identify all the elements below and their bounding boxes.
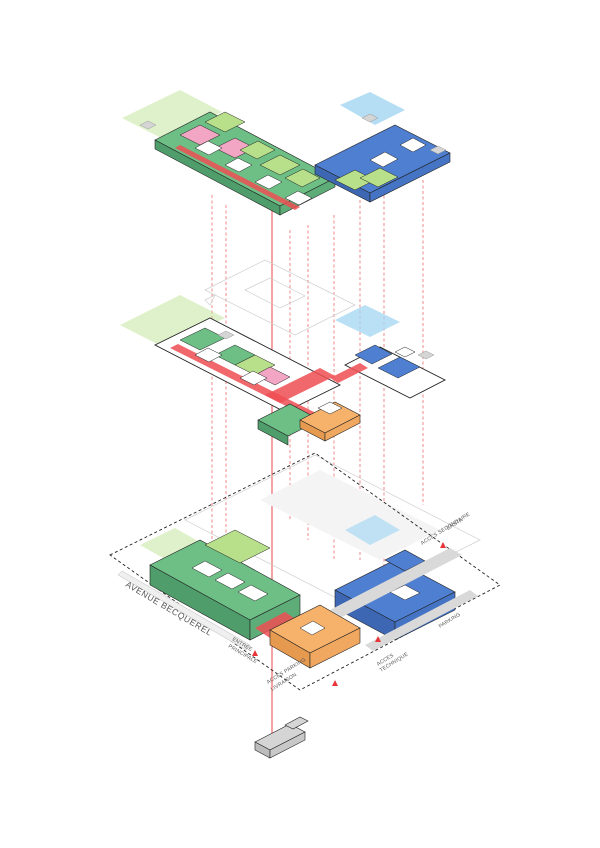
middle-level-plan [120, 295, 446, 446]
ground-level-plan [109, 452, 501, 691]
entrance-pavilion [254, 716, 309, 759]
top-level-plan [122, 90, 451, 216]
site-boundary [109, 452, 501, 691]
ghost-floor [204, 259, 356, 336]
